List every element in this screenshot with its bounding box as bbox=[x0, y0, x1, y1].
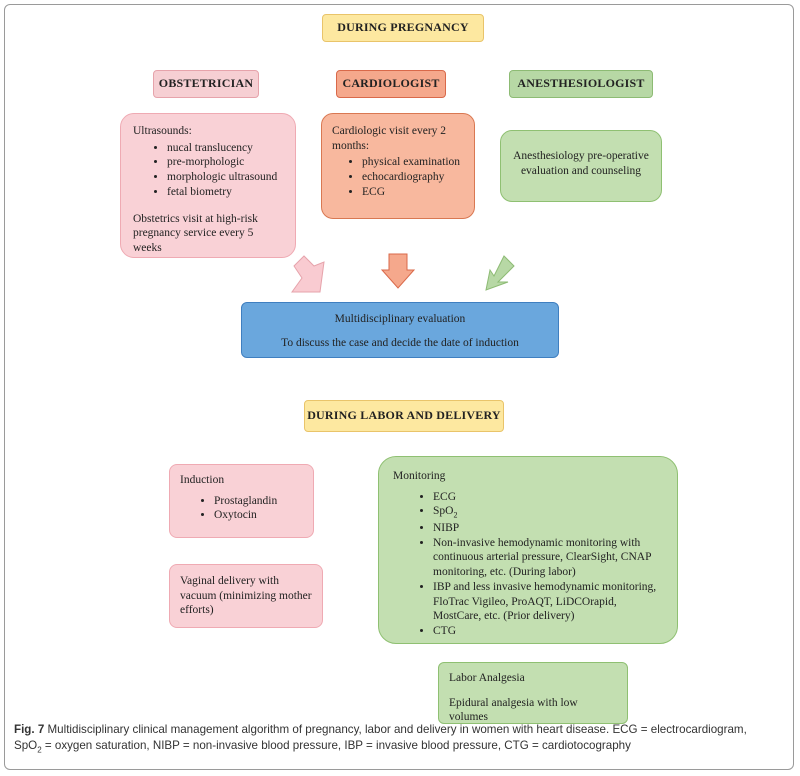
list-item: CTG bbox=[433, 624, 663, 639]
list-item: Prostaglandin bbox=[214, 494, 303, 509]
arrow-obstetrician bbox=[291, 255, 325, 293]
obstetrician-box: Ultrasounds: nucal translucency pre-morp… bbox=[120, 113, 296, 258]
figure-caption: Fig. 7 Multidisciplinary clinical manage… bbox=[14, 722, 784, 756]
list-item: physical examination bbox=[362, 155, 464, 170]
caption-subscript: 2 bbox=[37, 745, 42, 755]
labor-analgesia-box: Labor Analgesia Epidural analgesia with … bbox=[438, 662, 628, 724]
cardiologist-box: Cardiologic visit every 2 months: physic… bbox=[321, 113, 475, 219]
list-item: ECG bbox=[362, 185, 464, 200]
ultrasounds-title: Ultrasounds: bbox=[133, 125, 192, 137]
monitoring-box: Monitoring ECG SpO2 NIBP Non-invasive he… bbox=[378, 456, 678, 644]
induction-box: Induction Prostaglandin Oxytocin bbox=[169, 464, 314, 538]
analgesia-text: Epidural analgesia with low volumes bbox=[449, 696, 578, 724]
caption-text-2: = oxygen saturation, NIBP = non-invasive… bbox=[41, 739, 631, 753]
list-item: Non-invasive hemodynamic monitoring with… bbox=[433, 536, 663, 580]
spo2-subscript: 2 bbox=[453, 510, 458, 520]
header-during-pregnancy: DURING PREGNANCY bbox=[322, 14, 484, 42]
list-item: pre-morphologic bbox=[167, 155, 283, 170]
list-item: fetal biometry bbox=[167, 185, 283, 200]
anesthesiology-text: Anesthesiology pre-operative evaluation … bbox=[513, 150, 649, 177]
multidisciplinary-evaluation-box: Multidisciplinary evaluation To discuss … bbox=[241, 302, 559, 358]
evaluation-title: Multidisciplinary evaluation bbox=[334, 313, 466, 325]
list-item: nucal translucency bbox=[167, 141, 283, 156]
list-item: ECG bbox=[433, 490, 663, 505]
spo2-text: SpO bbox=[433, 505, 454, 518]
arrow-anesthesiologist bbox=[485, 255, 515, 291]
vaginal-delivery-box: Vaginal delivery with vacuum (minimizing… bbox=[169, 564, 323, 628]
induction-list: Prostaglandin Oxytocin bbox=[180, 494, 303, 523]
header-anesthesiologist: ANESTHESIOLOGIST bbox=[509, 70, 653, 98]
caption-spo: SpO bbox=[14, 739, 38, 753]
list-item: morphologic ultrasound bbox=[167, 170, 283, 185]
ultrasounds-list: nucal translucency pre-morphologic morph… bbox=[133, 141, 283, 200]
list-item: IBP and less invasive hemodynamic monito… bbox=[433, 580, 663, 624]
analgesia-title: Labor Analgesia bbox=[449, 672, 525, 684]
cardiologic-list: physical examination echocardiography EC… bbox=[332, 155, 464, 199]
header-during-labor: DURING LABOR AND DELIVERY bbox=[304, 400, 504, 432]
list-item: echocardiography bbox=[362, 170, 464, 185]
obstetrics-visit-note: Obstetrics visit at high-risk pregnancy … bbox=[133, 212, 258, 255]
caption-label: Fig. 7 bbox=[14, 723, 45, 736]
cardiologic-visit-title: Cardiologic visit every 2 months: bbox=[332, 125, 447, 152]
list-item: NIBP bbox=[433, 521, 663, 536]
induction-title: Induction bbox=[180, 474, 225, 486]
monitoring-list: ECG SpO2 NIBP Non-invasive hemodynamic m… bbox=[393, 490, 663, 639]
monitoring-title: Monitoring bbox=[393, 470, 446, 482]
anesthesiologist-box: Anesthesiology pre-operative evaluation … bbox=[500, 130, 662, 202]
vaginal-delivery-text: Vaginal delivery with vacuum (minimizing… bbox=[180, 575, 312, 617]
list-item: Oxytocin bbox=[214, 508, 303, 523]
evaluation-text: To discuss the case and decide the date … bbox=[281, 336, 519, 349]
header-cardiologist: CARDIOLOGIST bbox=[336, 70, 446, 98]
list-item: SpO2 bbox=[433, 504, 663, 521]
arrow-cardiologist bbox=[380, 253, 416, 289]
header-obstetrician: OBSTETRICIAN bbox=[153, 70, 259, 98]
caption-text-1: Multidisciplinary clinical management al… bbox=[47, 723, 747, 736]
